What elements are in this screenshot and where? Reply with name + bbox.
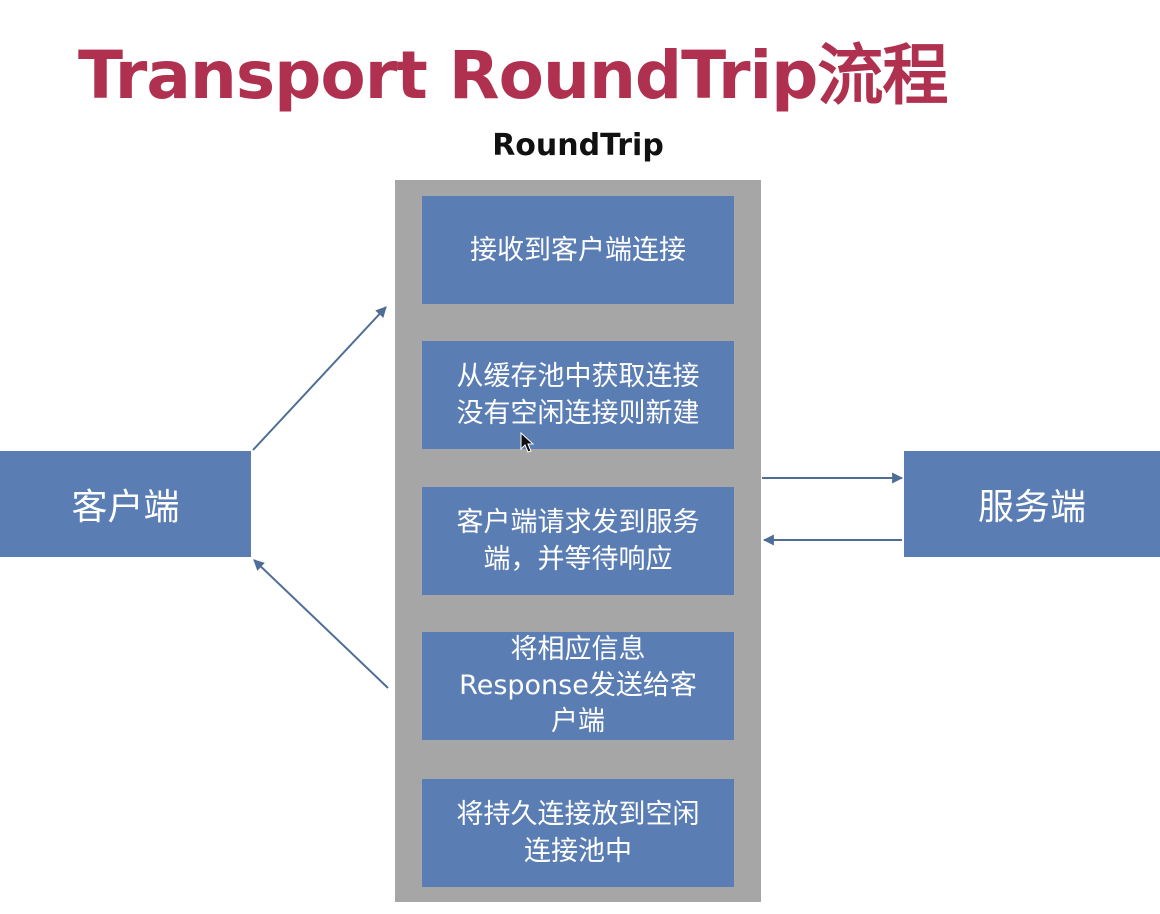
roundtrip-label: RoundTrip <box>492 128 664 163</box>
step-send-response-to-client: 将相应信息 Response发送给客 户端 <box>422 632 734 740</box>
step-text-line: 从缓存池中获取连接 <box>456 361 700 392</box>
step-send-request-to-server: 客户端请求发到服务 端，并等待响应 <box>422 487 734 595</box>
step-text-line: 将持久连接放到空闲 <box>456 799 700 830</box>
server-label: 服务端 <box>977 487 1086 528</box>
slide-title: Transport RoundTrip流程 <box>78 37 948 114</box>
step-text-line: 户端 <box>551 706 605 737</box>
client-box: 客户端 <box>0 451 251 557</box>
step-receive-connection: 接收到客户端连接 <box>422 196 734 304</box>
step-text-line: 连接池中 <box>524 836 632 867</box>
mouse-cursor-icon <box>520 432 534 453</box>
step-get-connection-from-pool: 从缓存池中获取连接 没有空闲连接则新建 <box>422 341 734 449</box>
step-text-line: Response发送给客 <box>459 670 697 701</box>
arrow-client-to-roundtrip <box>252 306 387 451</box>
server-box: 服务端 <box>904 451 1160 557</box>
step-return-connection-to-pool: 将持久连接放到空闲 连接池中 <box>422 779 734 887</box>
step-text-line: 没有空闲连接则新建 <box>456 398 700 429</box>
step-text-line: 接收到客户端连接 <box>470 234 686 266</box>
client-label: 客户端 <box>71 487 180 528</box>
step-text-line: 客户端请求发到服务 <box>456 507 700 538</box>
arrow-roundtrip-to-client <box>253 559 389 689</box>
step-text-line: 将相应信息 <box>510 634 646 665</box>
step-text-line: 端，并等待响应 <box>483 544 673 575</box>
